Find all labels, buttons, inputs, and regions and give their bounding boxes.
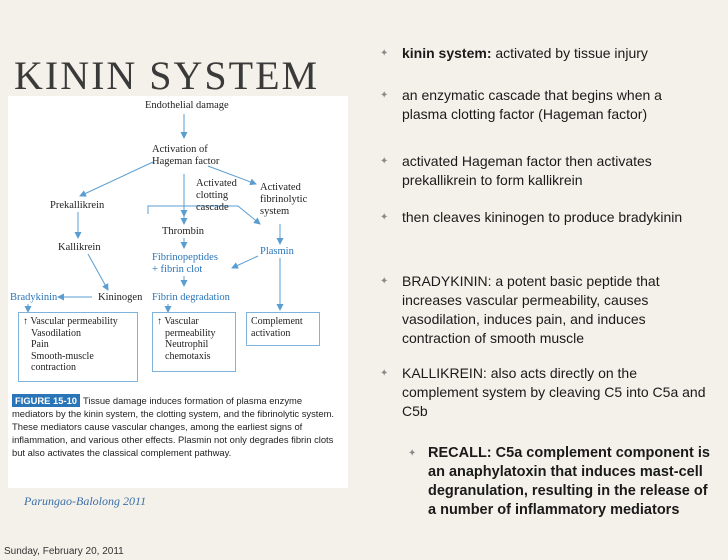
effects-box-fibrinopeptides: ↑ Vascular permeability Neutrophil chemo… — [152, 312, 236, 372]
figure-caption-text: Tissue damage induces formation of plasm… — [12, 395, 335, 458]
bullet-icon: ✦ — [380, 90, 389, 101]
sub-bullet: ✦ RECALL: C5a complement component is an… — [400, 444, 710, 520]
box-line: Pain — [31, 339, 49, 350]
node-bradykinin: Bradykinin — [10, 292, 58, 303]
arrow-kallikrein-fibrinolytic — [147, 205, 261, 225]
bullet-icon: ✦ — [380, 212, 389, 223]
node-fibrin-degradation: Fibrin degradation — [152, 292, 230, 303]
effects-box-bradykinin: ↑ Vascular permeability Vasodilation Pai… — [18, 312, 138, 382]
node-fibrinopeptides-line2: + fibrin clot — [152, 264, 203, 275]
box-line: Neutrophil — [165, 339, 209, 350]
bullet-item: ✦ activated Hageman factor then activate… — [380, 152, 710, 190]
node-fibrinolytic-line1: Activated — [260, 182, 301, 193]
bullet-text: activated Hageman factor then activates … — [402, 153, 652, 188]
box-line: ↑ Vascular permeability — [23, 316, 118, 327]
node-plasmin: Plasmin — [260, 246, 294, 257]
slide-title: KININ SYSTEM — [14, 53, 320, 98]
box-line: Smooth-muscle — [31, 350, 94, 362]
node-thrombin: Thrombin — [162, 226, 204, 237]
node-prekallikrein: Prekallikrein — [50, 200, 105, 211]
bullet-icon: ✦ — [380, 48, 389, 59]
bullet-text: BRADYKININ: a potent basic peptide that … — [402, 273, 660, 346]
node-fibrinolytic-line2: fibrinolytic — [260, 194, 308, 205]
bullet-icon: ✦ — [380, 156, 389, 167]
box-line: ↑ Vascular — [157, 316, 199, 327]
node-clotting-line2: clotting — [196, 190, 229, 201]
node-clotting-line3: cascade — [196, 202, 229, 213]
bullet-item: ✦ then cleaves kininogen to produce brad… — [380, 208, 710, 227]
node-clotting-line1: Activated — [196, 178, 237, 189]
box-line: Vasodilation — [31, 327, 81, 339]
box-line: permeability — [165, 327, 216, 339]
kinin-system-figure: Endothelial damage Activation of Hageman… — [8, 96, 348, 488]
box-line: contraction — [31, 362, 76, 373]
slide-date: Sunday, February 20, 2011 — [4, 546, 124, 557]
box-line: chemotaxis — [165, 350, 211, 362]
bullet-item: ✦ an enzymatic cascade that begins when … — [380, 86, 710, 124]
effects-box-complement: Complement activation — [246, 312, 320, 346]
node-kallikrein: Kallikrein — [58, 242, 101, 253]
node-fibrinolytic-line3: system — [260, 206, 290, 217]
sub-bullet-text: RECALL: C5a complement component is an a… — [428, 445, 710, 518]
bullet-icon: ✦ — [380, 276, 389, 287]
bullet-text: then cleaves kininogen to produce bradyk… — [402, 209, 683, 225]
bullet-text: activated by tissue injury — [491, 45, 648, 61]
bullet-text: KALLIKREIN: also acts directly on the co… — [402, 365, 706, 419]
bullet-item: ✦ KALLIKREIN: also acts directly on the … — [380, 364, 710, 421]
node-fibrinopeptides-line1: Fibrinopeptides — [152, 252, 218, 263]
arrow-activation-prekallikrein — [79, 161, 154, 197]
arrow-plasmin-fibrinopeptides — [231, 255, 259, 269]
box-line: Complement — [251, 316, 303, 327]
slide-credit: Parungao-Balolong 2011 — [24, 494, 147, 508]
figure-label: FIGURE 15-10 — [12, 394, 80, 407]
bullet-icon: ✦ — [408, 448, 417, 459]
node-activation-line1: Activation of — [152, 144, 208, 155]
node-endothelial-damage: Endothelial damage — [145, 100, 229, 111]
node-activation-line2: Hageman factor — [152, 156, 220, 167]
box-line: activation — [251, 327, 291, 339]
bullet-icon: ✦ — [380, 368, 389, 379]
bullet-text: an enzymatic cascade that begins when a … — [402, 87, 662, 122]
figure-arrows — [24, 114, 284, 313]
bullet-item: ✦ BRADYKININ: a potent basic peptide tha… — [380, 272, 710, 348]
arrow-kallikrein-kininogen — [87, 253, 109, 291]
arrow-activation-fibrinolytic — [207, 165, 257, 186]
bullet-item: ✦ kinin system: activated by tissue inju… — [380, 44, 710, 63]
bullet-bold: kinin system: — [402, 45, 492, 61]
node-kininogen: Kininogen — [98, 292, 143, 303]
